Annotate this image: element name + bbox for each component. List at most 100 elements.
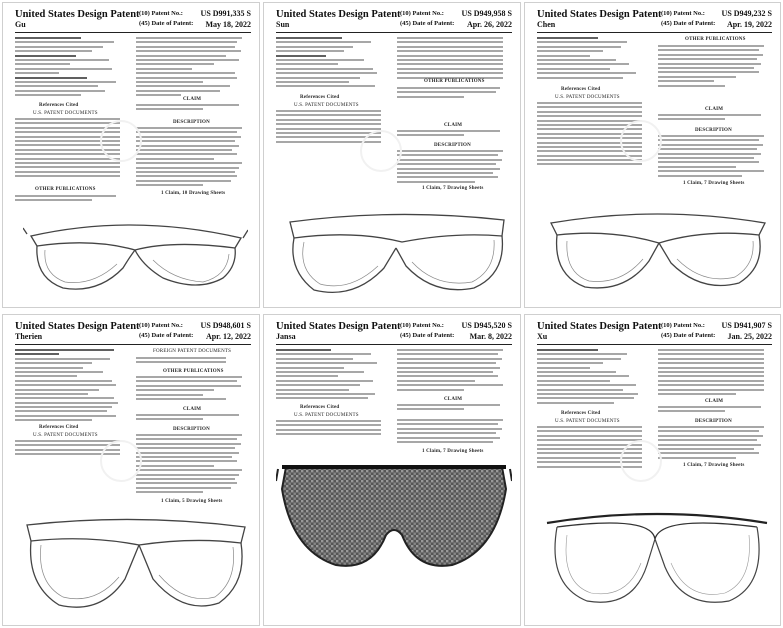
claim-text <box>397 404 509 413</box>
left-column-text <box>537 349 647 406</box>
patent-date: May 18, 2022 <box>205 20 251 29</box>
patent-number: US D948,601 S <box>200 321 251 330</box>
patent-number-label: (10) Patent No.: <box>661 10 705 17</box>
us-docs-heading: U.S. PATENT DOCUMENTS <box>555 95 620 100</box>
date-label: (45) Date of Patent: <box>661 332 716 339</box>
inventor-name: Xu <box>537 332 548 341</box>
references-heading: References Cited <box>561 87 601 92</box>
patent-header: United States Design Patent Jansa (10) P… <box>276 321 512 343</box>
patent-sheet-5[interactable]: United States Design Patent Jansa (10) P… <box>263 314 521 626</box>
description-heading: DESCRIPTION <box>695 419 732 424</box>
header-rule <box>15 344 251 345</box>
office-title: United States Design Patent <box>15 321 140 332</box>
date-label: (45) Date of Patent: <box>661 20 716 27</box>
header-rule <box>276 344 512 345</box>
header-rule <box>537 32 772 33</box>
us-docs-list <box>537 426 647 470</box>
right-column-text <box>658 349 770 397</box>
other-pubs-text <box>136 376 248 402</box>
patent-header: United States Design Patent Therien (10)… <box>15 321 251 343</box>
patent-header: United States Design Patent Chen (10) Pa… <box>537 9 772 31</box>
claims-sheets: 1 Claim, 7 Drawing Sheets <box>422 449 484 454</box>
other-pubs-text <box>15 195 125 204</box>
left-column-text <box>15 349 125 424</box>
description-heading: DESCRIPTION <box>695 128 732 133</box>
us-docs-list <box>15 118 125 179</box>
other-pubs-heading: OTHER PUBLICATIONS <box>35 187 96 192</box>
patent-number-label: (10) Patent No.: <box>400 10 444 17</box>
description-text <box>136 127 248 188</box>
us-docs-list <box>276 110 386 145</box>
description-text <box>136 434 248 495</box>
claims-sheets: 1 Claim, 10 Drawing Sheets <box>161 191 226 196</box>
us-docs-heading: U.S. PATENT DOCUMENTS <box>294 413 359 418</box>
patent-number: US D941,907 S <box>721 321 772 330</box>
half-rim-glasses-drawing <box>546 512 768 603</box>
claim-text <box>136 104 248 113</box>
claims-sheets: 1 Claim, 5 Drawing Sheets <box>161 499 223 504</box>
eyeglasses-drawing <box>23 224 248 290</box>
us-docs-list <box>537 102 647 168</box>
us-docs-list <box>276 420 386 438</box>
us-docs-heading: U.S. PATENT DOCUMENTS <box>33 433 98 438</box>
goggle-frame-drawing <box>289 213 505 293</box>
right-column-text <box>397 37 509 81</box>
references-heading: References Cited <box>300 95 340 100</box>
date-label: (45) Date of Patent: <box>139 332 194 339</box>
patent-date: Mar. 8, 2022 <box>469 332 512 341</box>
watermark <box>620 440 662 482</box>
left-column-text <box>537 37 647 81</box>
other-pubs-heading: OTHER PUBLICATIONS <box>685 37 746 42</box>
patent-header: United States Design Patent Gu (10) Pate… <box>15 9 251 31</box>
date-label: (45) Date of Patent: <box>139 20 194 27</box>
description-text <box>397 150 509 185</box>
right-column-text <box>136 357 248 366</box>
patent-sheet-6[interactable]: United States Design Patent Xu (10) Pate… <box>524 314 781 626</box>
date-label: (45) Date of Patent: <box>400 332 455 339</box>
left-column-text <box>276 37 386 90</box>
patent-date: Apr. 26, 2022 <box>466 20 512 29</box>
patent-header: United States Design Patent Sun (10) Pat… <box>276 9 512 31</box>
patent-header: United States Design Patent Xu (10) Pate… <box>537 321 772 343</box>
claim-heading: CLAIM <box>705 399 724 404</box>
patent-number-label: (10) Patent No.: <box>139 322 183 329</box>
right-column-text <box>136 37 248 98</box>
foreign-docs-heading: FOREIGN PATENT DOCUMENTS <box>153 349 232 354</box>
references-heading: References Cited <box>39 103 79 108</box>
claim-heading: CLAIM <box>444 397 463 402</box>
patent-sheet-1[interactable]: United States Design Patent Gu (10) Pate… <box>2 2 260 308</box>
patent-date: Jan. 25, 2022 <box>727 332 772 341</box>
description-heading: DESCRIPTION <box>434 143 471 148</box>
left-column-text <box>15 37 125 98</box>
patent-number: US D991,335 S <box>200 9 251 18</box>
description-text <box>658 426 770 461</box>
other-pubs-text <box>397 87 509 100</box>
inventor-name: Chen <box>537 20 556 29</box>
left-column-text <box>276 349 386 402</box>
other-pubs-heading: OTHER PUBLICATIONS <box>163 369 224 374</box>
header-rule <box>15 32 251 33</box>
patent-number-label: (10) Patent No.: <box>400 322 444 329</box>
eyeglasses-drawing <box>550 213 766 289</box>
us-docs-heading: U.S. PATENT DOCUMENTS <box>33 111 98 116</box>
patent-date: Apr. 19, 2022 <box>726 20 772 29</box>
right-column-text <box>397 349 509 393</box>
watermark <box>620 120 662 162</box>
lighting-glasses-drawing <box>26 518 246 608</box>
inventor-name: Therien <box>15 332 43 341</box>
inventor-name: Gu <box>15 20 26 29</box>
us-docs-heading: U.S. PATENT DOCUMENTS <box>294 103 359 108</box>
office-title: United States Design Patent <box>537 321 662 332</box>
patent-sheet-3[interactable]: United States Design Patent Chen (10) Pa… <box>524 2 781 308</box>
office-title: United States Design Patent <box>15 9 140 20</box>
claim-text <box>658 406 770 415</box>
us-docs-heading: U.S. PATENT DOCUMENTS <box>555 419 620 424</box>
description-heading: DESCRIPTION <box>173 120 210 125</box>
other-pubs-heading: OTHER PUBLICATIONS <box>424 79 485 84</box>
patent-date: Apr. 12, 2022 <box>205 332 251 341</box>
date-label: (45) Date of Patent: <box>400 20 455 27</box>
references-heading: References Cited <box>300 405 340 410</box>
watermark <box>100 440 142 482</box>
patent-number-label: (10) Patent No.: <box>661 322 705 329</box>
description-heading: DESCRIPTION <box>173 427 210 432</box>
